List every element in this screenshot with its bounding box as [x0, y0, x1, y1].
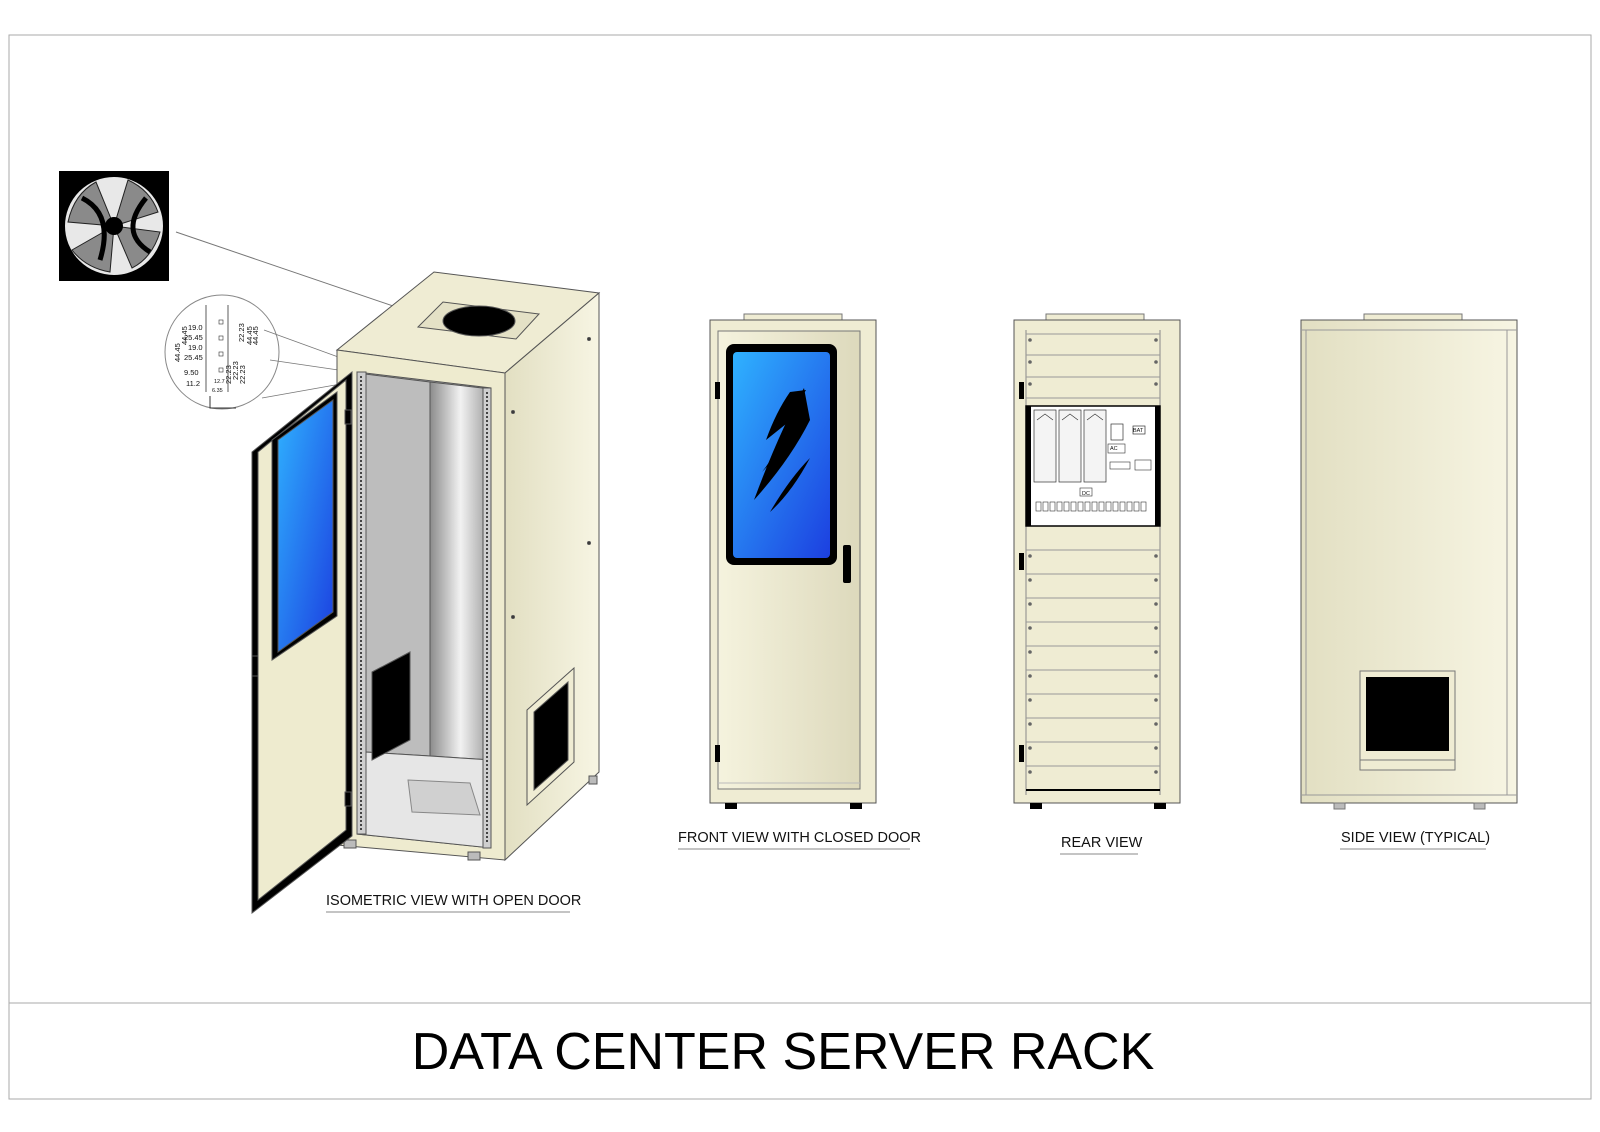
side-vent — [1359, 670, 1456, 771]
caption-front: FRONT VIEW WITH CLOSED DOOR — [678, 830, 921, 846]
rear-view: AC BAT DC REAR VIEW — [1013, 313, 1181, 855]
isometric-door-glass — [277, 399, 334, 653]
rear-cabinet — [1013, 319, 1181, 804]
isometric-cabinet — [335, 271, 601, 862]
side-view: SIDE VIEW (TYPICAL) — [1300, 313, 1518, 850]
rear-blank-panels — [1026, 333, 1160, 791]
dim-19-0-a: 19.0 — [188, 323, 203, 332]
drawing-title: DATA CENTER SERVER RACK — [412, 1023, 1155, 1081]
power-dc-label: DC — [1082, 491, 1090, 497]
sheet-border — [8, 34, 1592, 1100]
dim-11-2: 11.2 — [186, 379, 200, 388]
isometric-open-door[interactable] — [251, 370, 353, 915]
dim-6-35: 6.35 — [212, 388, 223, 394]
power-bat-label: BAT — [1133, 428, 1144, 434]
fan-icon — [59, 171, 169, 281]
power-ac-label: AC — [1110, 446, 1118, 452]
dim-25-45-b: 25.45 — [184, 353, 203, 362]
dim-9-50: 9.50 — [184, 368, 199, 377]
dim-19-0-b: 19.0 — [188, 343, 203, 352]
front-view: FRONT VIEW WITH CLOSED DOOR — [678, 313, 921, 850]
dim-44-45-b: 44.45 — [180, 326, 189, 345]
caption-rear: REAR VIEW — [1061, 835, 1143, 851]
dim-22-23-d: 22.23 — [224, 365, 233, 384]
dim-12-7: 12.7 — [214, 379, 225, 385]
isometric-view: 19.0 25.45 19.0 25.45 44.45 44.45 9.50 1… — [59, 171, 601, 915]
front-door-handle[interactable] — [843, 545, 851, 583]
brand-logo-icon — [754, 388, 810, 512]
dim-22-23-a: 22.23 — [237, 323, 246, 342]
dim-22-23-b: 22.23 — [231, 361, 240, 380]
caption-side: SIDE VIEW (TYPICAL) — [1341, 830, 1490, 846]
dim-25-45-a: 25.45 — [184, 333, 203, 342]
dim-44-45-c: 44.45 — [245, 326, 254, 345]
top-fan-opening — [442, 305, 516, 337]
dim-44-45-d: 44.45 — [251, 326, 260, 345]
dim-44-45-a: 44.45 — [173, 343, 182, 362]
rail-detail-callout: 19.0 25.45 19.0 25.45 44.45 44.45 9.50 1… — [164, 294, 280, 410]
caption-isometric: ISOMETRIC VIEW WITH OPEN DOOR — [326, 893, 581, 909]
rear-power-module: AC BAT DC — [1025, 405, 1161, 527]
dim-22-23-c: 22.23 — [238, 365, 247, 384]
isometric-door-handle[interactable] — [251, 655, 259, 677]
